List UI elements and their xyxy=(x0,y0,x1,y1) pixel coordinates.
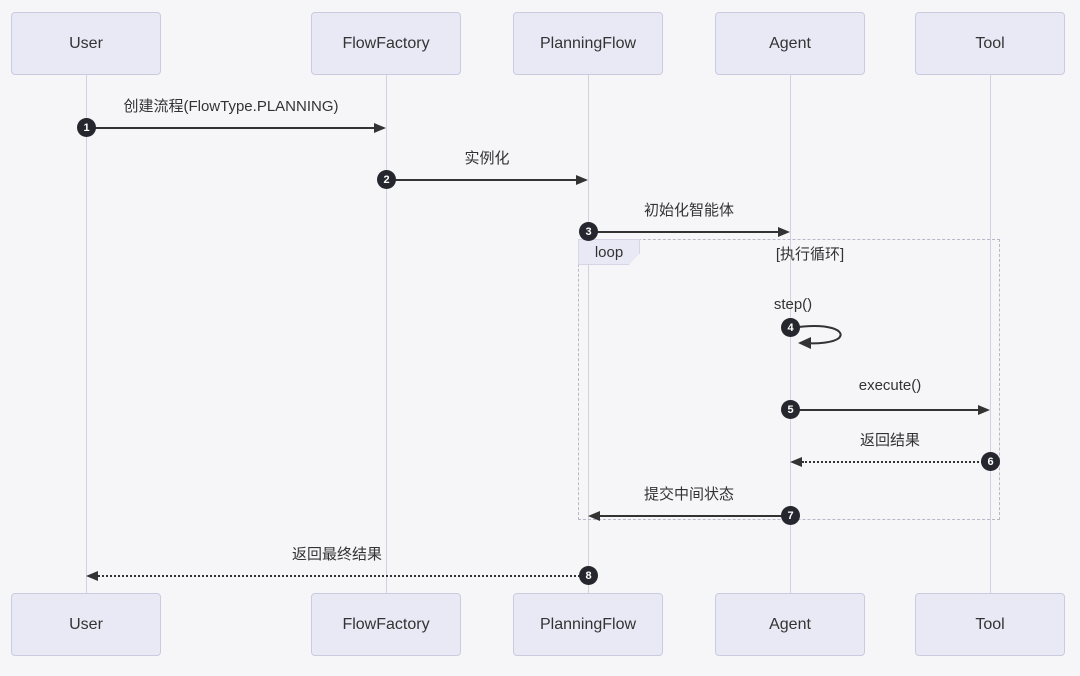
message-arrow-2 xyxy=(386,179,577,181)
sequence-badge-5: 5 xyxy=(781,400,800,419)
message-arrow-1 xyxy=(86,127,375,129)
loop-guard-label: [执行循环] xyxy=(775,246,845,263)
participant-box-flowfactory-bottom: FlowFactory xyxy=(311,593,461,656)
lifeline-tool xyxy=(990,75,991,593)
message-label-6: 返回结果 xyxy=(859,432,920,449)
message-label-7: 提交中间状态 xyxy=(643,486,734,503)
message-label-1: 创建流程(FlowType.PLANNING) xyxy=(123,98,339,115)
message-label-2: 实例化 xyxy=(464,150,510,167)
participant-box-tool-top: Tool xyxy=(915,12,1065,75)
message-arrow-6 xyxy=(802,461,990,463)
participant-box-user-bottom: User xyxy=(11,593,161,656)
self-loop-arrow xyxy=(790,325,842,349)
message-arrow-5 xyxy=(790,409,979,411)
lifeline-user xyxy=(86,75,87,593)
arrowhead-right-5 xyxy=(978,405,990,415)
loop-label: loop xyxy=(578,239,640,265)
participant-box-user-top: User xyxy=(11,12,161,75)
arrowhead-right-2 xyxy=(576,175,588,185)
message-arrow-7 xyxy=(600,515,790,517)
message-arrow-8 xyxy=(98,575,588,577)
sequence-badge-4: 4 xyxy=(781,318,800,337)
participant-box-planningflow-bottom: PlanningFlow xyxy=(513,593,663,656)
message-label-8: 返回最终结果 xyxy=(291,546,382,563)
message-label-5: execute() xyxy=(858,377,922,394)
sequence-badge-3: 3 xyxy=(579,222,598,241)
sequence-badge-8: 8 xyxy=(579,566,598,585)
arrowhead-left-7 xyxy=(588,511,600,521)
sequence-badge-6: 6 xyxy=(981,452,1000,471)
sequence-badge-2: 2 xyxy=(377,170,396,189)
arrowhead-right-3 xyxy=(778,227,790,237)
sequence-badge-7: 7 xyxy=(781,506,800,525)
arrowhead-left-8 xyxy=(86,571,98,581)
participant-box-flowfactory-top: FlowFactory xyxy=(311,12,461,75)
message-label-4: step() xyxy=(773,296,813,313)
participant-box-tool-bottom: Tool xyxy=(915,593,1065,656)
sequence-badge-1: 1 xyxy=(77,118,96,137)
lifeline-planningflow xyxy=(588,75,589,593)
arrowhead-left-6 xyxy=(790,457,802,467)
lifeline-flowfactory xyxy=(386,75,387,593)
participant-box-agent-top: Agent xyxy=(715,12,865,75)
arrowhead-right-1 xyxy=(374,123,386,133)
message-arrow-3 xyxy=(588,231,779,233)
message-label-3: 初始化智能体 xyxy=(643,202,734,219)
participant-box-planningflow-top: PlanningFlow xyxy=(513,12,663,75)
participant-box-agent-bottom: Agent xyxy=(715,593,865,656)
